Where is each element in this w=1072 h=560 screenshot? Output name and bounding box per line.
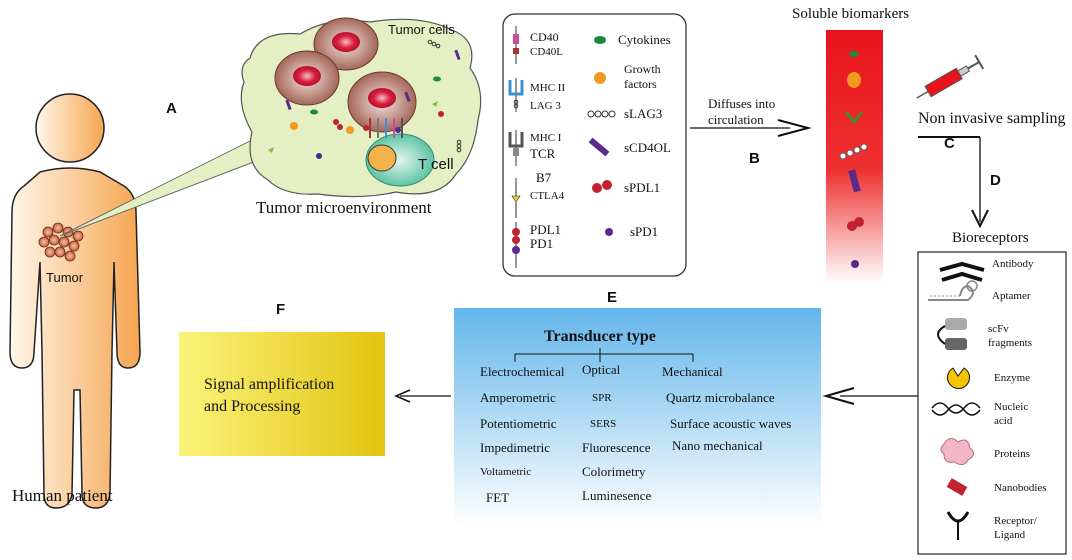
transducer-colorimetry: Colorimetry [582,464,646,479]
syringe-icon [916,54,985,99]
bioreceptor-enzyme: Enzyme [994,372,1031,384]
arrow-b [777,119,812,137]
soluble-biomarkers-title: Soluble biomarkers [792,6,910,22]
legend-receptor-1-top: CD40 [530,30,559,44]
arrow-e [822,387,855,405]
label-c: C [944,135,955,152]
blood-sample [826,30,883,283]
tumor-cells-cluster [274,17,435,187]
synapse-receptors [363,118,403,138]
bioreceptors-title: Bioreceptors [952,230,1029,246]
tme-molecules [268,39,462,159]
bioreceptor-receptor-ligand: Receptor/ Ligand [994,515,1037,541]
transducer-electrochemical: Electrochemical [480,364,565,379]
arrow-f [394,389,411,403]
legend-soluble-cytokines: Cytokines [618,32,671,47]
legend-soluble-slag3: sLAG3 [624,106,663,121]
label-a: A [166,100,177,117]
bioreceptor-proteins: Proteins [994,448,1031,460]
legend-receptor-2-top: MHC II [530,82,566,94]
legend-soluble-scd40l: sCD4OL [624,140,671,155]
transducer-voltametric: Voltametric [480,466,532,478]
transducer-impedimetric: Impedimetric [480,440,551,455]
human-figure [9,93,141,509]
transducer-saw: Surface acoustic waves [670,416,792,431]
legend-receptor-2-bottom: LAG 3 [530,100,561,112]
legend-receptor-3-top: MHC I [530,132,562,144]
legend-receptor-1-bottom: CD40L [530,46,563,58]
legend-receptor-4-bottom: CTLA4 [530,190,565,202]
transducer-mechanical: Mechanical [662,364,723,379]
transducer-title: Transducer type [544,328,656,345]
transducer-spr: SPR [592,392,612,404]
bioreceptor-nucleic-acid: Nucleic acid [994,401,1029,427]
circulation-line-2: circulation [708,112,764,127]
legend-soluble-icons [587,36,616,236]
legend-receptor-5-top: PDL1 [530,222,562,237]
legend-receptor-5-bottom: PD1 [530,236,554,251]
t-cell-label: T cell [418,156,454,173]
bioreceptor-nanobodies: Nanobodies [994,482,1047,494]
signal-line-1: Signal amplification [204,376,335,393]
tumor-label: Tumor [46,270,84,285]
transducer-potentiometric: Potentiometric [480,416,557,431]
bioreceptor-icons [928,261,985,540]
bioreceptor-scfv: scFv fragments [988,323,1032,349]
tme-caption: Tumor microenvironment [256,198,432,217]
transducer-optical: Optical [582,362,621,377]
signal-line-2: and Processing [204,398,301,415]
transducer-sers: SERS [590,418,617,430]
legend-receptor-icons [508,26,524,268]
transducer-tree [514,348,694,362]
transducer-luminesence: Luminesence [582,488,652,503]
transducer-box [454,308,821,526]
sampling-label: Non invasive sampling [918,110,1066,127]
transducer-amperometric: Amperometric [480,390,556,405]
legend-receptor-4-top: B7 [536,170,552,185]
legend-receptor-3-bottom: TCR [530,146,556,161]
transducer-quartz: Quartz microbalance [666,390,775,405]
label-e: E [607,289,618,306]
arrow-d [971,209,989,229]
transducer-fet: FET [486,490,510,505]
circulation-line-1: Diffuses into [708,96,776,111]
tumor-cluster [38,222,84,262]
label-d: D [990,172,1001,189]
legend-soluble-growth: Growth factors [624,62,661,91]
bioreceptor-antibody: Antibody [992,258,1034,270]
legend-soluble-spd1: sPD1 [630,224,659,239]
label-b: B [749,150,760,167]
tumor-cells-label: Tumor cells [388,22,455,37]
bioreceptor-aptamer: Aptamer [992,290,1031,302]
patient-caption: Human patient [12,486,113,505]
legend-soluble-spdl1: sPDL1 [624,180,661,195]
signal-box [179,332,385,456]
transducer-nano-mechanical: Nano mechanical [672,438,763,453]
label-f: F [276,301,286,318]
blood-biomarkers [839,51,868,268]
transducer-fluorescence: Fluorescence [582,440,651,455]
